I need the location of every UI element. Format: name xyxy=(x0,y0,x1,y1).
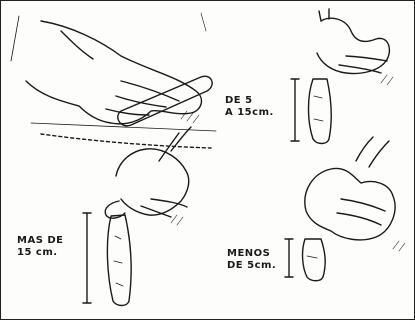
rolling-hand-scene xyxy=(11,13,216,148)
hand-pinching-short xyxy=(305,168,395,239)
label-more-than-15cm: MAS DE 15 cm. xyxy=(17,235,64,259)
rolling-hand-outline xyxy=(26,21,201,124)
label-less-than-5cm: MENOS DE 5cm. xyxy=(227,248,276,272)
hand-pinching-medium xyxy=(317,18,389,73)
measure-bar-short xyxy=(285,239,293,277)
label-5-to-15cm: DE 5 A 15cm. xyxy=(225,95,274,119)
sketch-hatching xyxy=(171,75,405,251)
hand-pinching-long xyxy=(116,149,189,215)
short-piece-scene xyxy=(285,137,395,281)
long-dough-column xyxy=(107,215,131,306)
long-piece-scene xyxy=(83,127,191,306)
medium-dough xyxy=(309,79,332,144)
short-dough xyxy=(303,239,326,281)
measure-bar-long xyxy=(83,213,91,303)
medium-piece-scene xyxy=(291,9,389,144)
measure-bar-medium xyxy=(291,79,299,141)
